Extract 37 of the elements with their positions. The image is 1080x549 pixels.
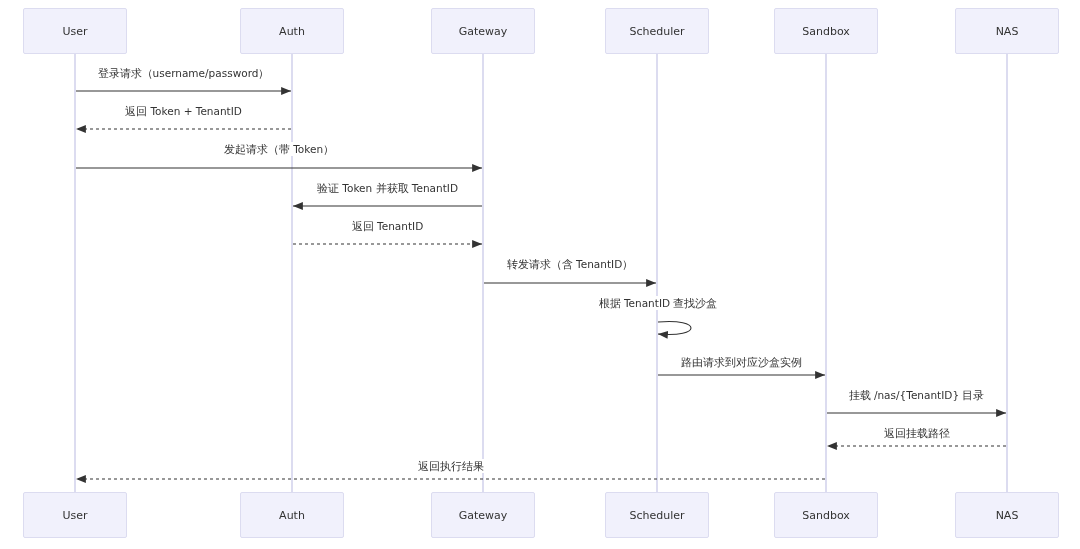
message-label: 挂载 /nas/{TenantID} 目录 (846, 388, 987, 402)
message-label: 返回 Token + TenantID (123, 104, 244, 118)
participant-box: Auth (240, 8, 344, 54)
message-label: 返回执行结果 (415, 459, 486, 473)
message-arrow (292, 202, 483, 210)
message-arrow (826, 442, 1007, 450)
lifeline (482, 54, 484, 492)
message-arrow (75, 164, 483, 172)
lifeline (291, 54, 293, 492)
message-arrow (826, 409, 1007, 417)
message-arrow (75, 87, 292, 95)
lifeline (74, 54, 76, 492)
message-arrow (75, 125, 292, 133)
participant-box: Scheduler (605, 8, 709, 54)
participant-box: Auth (240, 492, 344, 538)
message-label: 返回 TenantID (349, 219, 426, 233)
message-arrow (292, 240, 483, 248)
lifeline (1006, 54, 1008, 492)
participant-box: Gateway (431, 492, 535, 538)
message-arrow (75, 475, 826, 483)
message-arrow (657, 371, 826, 379)
participant-box: Sandbox (774, 8, 878, 54)
self-message-arrow (657, 320, 692, 339)
lifeline (825, 54, 827, 492)
participant-box: NAS (955, 8, 1059, 54)
message-label: 根据 TenantID 查找沙盒 (596, 296, 720, 310)
participant-box: Scheduler (605, 492, 709, 538)
message-label: 路由请求到对应沙盒实例 (679, 355, 804, 369)
participant-box: Sandbox (774, 492, 878, 538)
message-label: 返回挂载路径 (881, 426, 952, 440)
participant-box: Gateway (431, 8, 535, 54)
lifeline (656, 54, 658, 492)
participant-box: NAS (955, 492, 1059, 538)
message-label: 验证 Token 并获取 TenantID (315, 181, 460, 195)
message-arrow (483, 279, 657, 287)
participant-box: User (23, 492, 127, 538)
participant-box: User (23, 8, 127, 54)
